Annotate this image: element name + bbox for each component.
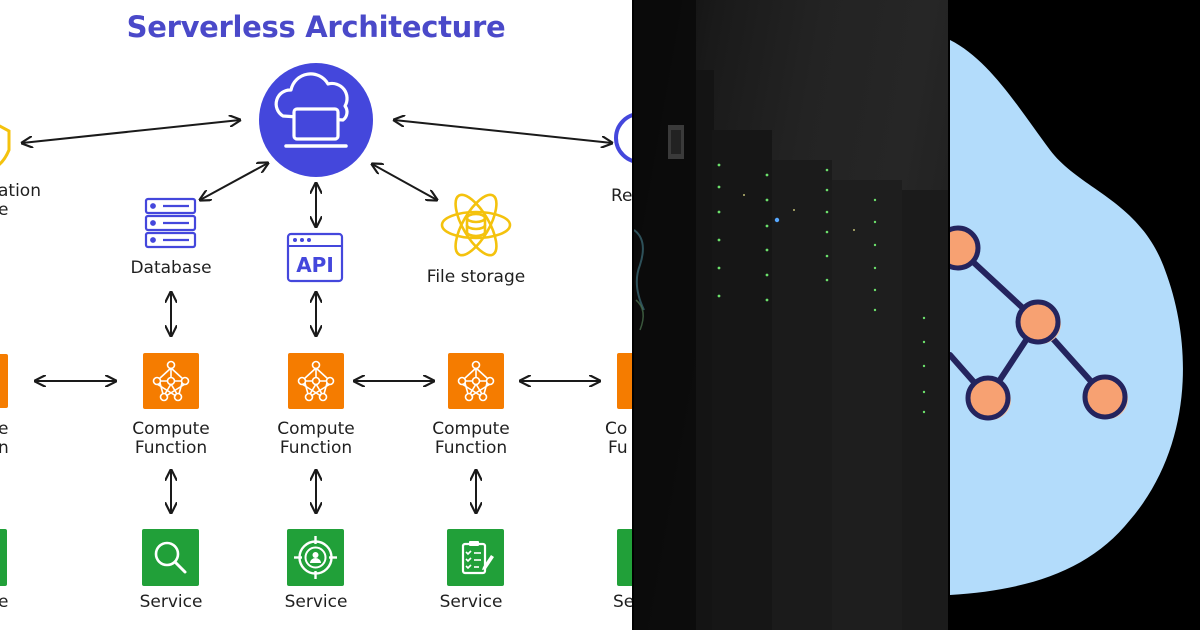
compute-function-label-partial: Fu (608, 438, 628, 458)
file-storage-icon (440, 193, 512, 257)
diagram-title: Serverless Architecture (126, 10, 506, 44)
compute-function-label-partial: e (0, 419, 9, 439)
api-icon (286, 232, 344, 283)
compute-function-tile (617, 353, 632, 409)
compute-function-label-partial: Co (605, 419, 628, 439)
service-label-partial: e (0, 592, 9, 612)
search-icon (154, 541, 187, 574)
file-storage-label: File storage (426, 267, 526, 287)
service-label: Service (284, 592, 348, 612)
right-node-label: Re (611, 186, 632, 206)
shield-icon (0, 124, 11, 166)
neural-network-icon (152, 360, 190, 402)
arrow-cloud-database (200, 163, 268, 200)
diagram-connectors (0, 63, 632, 630)
neural-network-icon (297, 360, 335, 402)
architecture-diagram: Serverless Architecture API ation e Data… (0, 0, 632, 630)
service-label: Service (439, 592, 503, 612)
blue-blob-shape (950, 40, 1183, 595)
tree-graphic (950, 0, 1200, 630)
target-user-icon (294, 536, 337, 579)
compute-function-label: Compute (432, 419, 510, 439)
tree-node-icon (950, 225, 1128, 421)
compute-function-label: Function (134, 438, 208, 458)
compute-function-label: Function (279, 438, 353, 458)
database-icon (144, 197, 197, 249)
auth-label-line1: ation (0, 181, 41, 201)
compute-function-tile (0, 354, 8, 408)
service-tile (0, 529, 7, 586)
tree-graph-illustration (950, 40, 1183, 595)
compute-function-label: Function (434, 438, 508, 458)
compute-function-label: Compute (132, 419, 210, 439)
service-label: Service (139, 592, 203, 612)
server-rack-illustration (634, 0, 948, 630)
compute-function-tile (143, 353, 199, 409)
arrow-auth-cloud (22, 120, 240, 143)
service-tile (447, 529, 504, 586)
partial-circle-icon (614, 113, 632, 163)
auth-label-line2: e (0, 200, 9, 220)
service-tile (287, 529, 344, 586)
compute-function-tile (288, 353, 344, 409)
api-label: API (296, 253, 334, 277)
service-label-partial: Se (613, 592, 632, 612)
arrow-cloud-filestorage (372, 164, 437, 200)
cloud-computing-icon (259, 63, 373, 177)
service-tile (617, 529, 632, 586)
compute-function-label-partial: n (0, 438, 9, 458)
clipboard-checklist-icon (461, 541, 494, 575)
arrow-cloud-right (394, 120, 612, 143)
compute-function-label: Compute (277, 419, 355, 439)
compute-function-tile (448, 353, 504, 409)
neural-network-icon (457, 360, 495, 402)
server-rack-photo (634, 0, 948, 630)
service-tile (142, 529, 199, 586)
database-label: Database (130, 258, 212, 278)
